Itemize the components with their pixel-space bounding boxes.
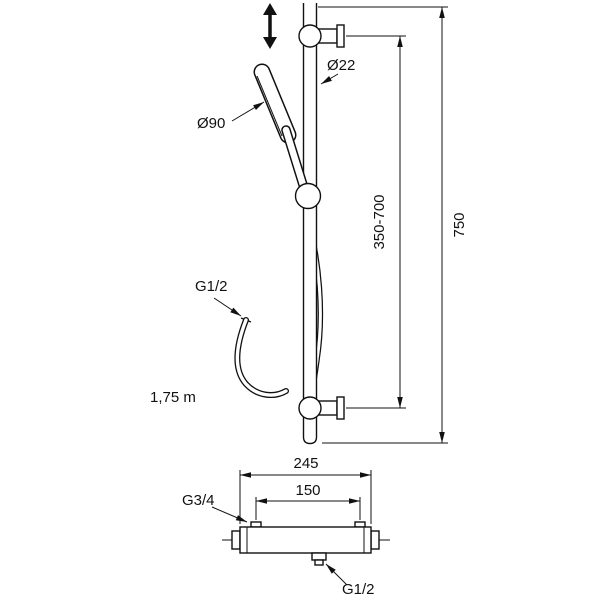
mixer-outlet [311, 552, 327, 566]
hand-shower [253, 63, 322, 210]
top-wall-bracket [298, 24, 345, 48]
leader-outlet-thread: G1/2 [325, 563, 375, 598]
mixer-body [231, 521, 380, 554]
label-head-diameter: Ø90 [197, 115, 225, 132]
label-inlet-spacing: 150 [295, 482, 320, 499]
leader-hose-thread: G1/2 [195, 278, 242, 317]
label-hose-thread: G1/2 [195, 278, 228, 295]
hose-segment [234, 317, 289, 399]
leader-head-diameter: Ø90 [197, 101, 265, 132]
bottom-wall-bracket [298, 396, 345, 420]
leader-inlet-thread: G3/4 [182, 492, 248, 523]
leader-bar-diameter: Ø22 [320, 57, 355, 85]
label-total-height: 750 [451, 212, 468, 237]
shower-rail-bar [302, 3, 318, 445]
label-slider-range: 350-700 [371, 194, 388, 249]
mixer-drawing: 245 150 [182, 455, 390, 598]
label-hose-length: 1,75 m [150, 389, 196, 406]
dimension-mixer-width: 245 [239, 455, 372, 524]
dimension-total-height: 750 [318, 6, 468, 444]
slider-holder [294, 182, 322, 210]
label-mixer-width: 245 [293, 455, 318, 472]
label-inlet-thread: G3/4 [182, 492, 215, 509]
height-adjust-arrow-icon [263, 3, 277, 49]
label-bar-diameter: Ø22 [327, 57, 355, 74]
dimension-slider-range: 350-700 [346, 35, 406, 409]
dimension-inlet-spacing: 150 [255, 482, 361, 520]
label-outlet-thread: G1/2 [342, 581, 375, 598]
